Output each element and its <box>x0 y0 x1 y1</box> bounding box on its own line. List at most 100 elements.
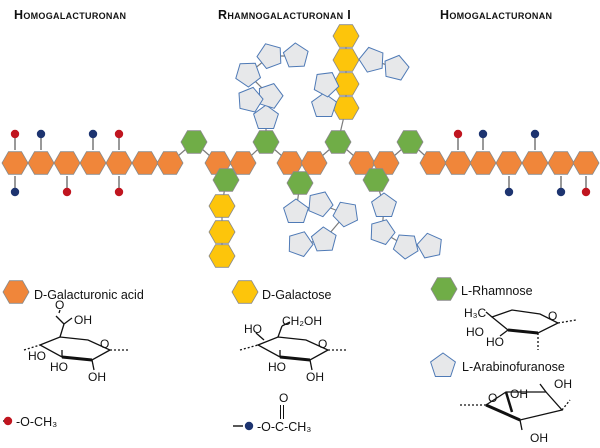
galacturonic-acid-residue <box>300 151 328 175</box>
rhamnose-residue <box>362 168 390 192</box>
rhamnose-residue <box>286 171 314 195</box>
acetyl-ester-group <box>530 129 540 139</box>
rha-h3c: H₃C <box>464 306 487 320</box>
galacturonic-acid-residue <box>105 151 133 175</box>
arabinofuranose-residue <box>392 234 419 260</box>
arabinofuranose-residue <box>256 43 282 70</box>
galacturonic-acid-residue <box>229 151 257 175</box>
arabinofuranose-atoms: OH OH O OH <box>488 377 572 445</box>
legend-galactose-icon <box>231 280 259 304</box>
methyl-ester-group <box>114 187 124 197</box>
gal-ho1: HO <box>244 322 262 336</box>
methyl-ester-group <box>453 129 463 139</box>
gal-ring-o: O <box>318 337 327 351</box>
acetyl-ester-group <box>478 129 488 139</box>
arabinofuranose-residue <box>370 219 396 246</box>
legend-galacturonic-icon <box>2 280 30 304</box>
galactose-residue <box>208 194 236 218</box>
ara-ring-o: O <box>488 391 497 405</box>
galacturonic-acid-residue <box>495 151 523 175</box>
header-rhamnogalacturonan: Rhamnogalacturonan I <box>218 8 351 22</box>
rhamnose-residue <box>180 130 208 154</box>
galacturonic-acid-structure <box>23 309 128 371</box>
rhamnose-structure <box>485 309 577 350</box>
galA-oh-bottom: OH <box>88 370 106 384</box>
gal-ch2oh: CH₂OH <box>282 314 322 328</box>
rha-ho2: HO <box>486 335 504 349</box>
galactose-atoms: CH₂OH O HO HO OH <box>244 314 327 384</box>
galacturonic-acid-residue <box>419 151 447 175</box>
galactose-residue <box>332 96 360 120</box>
arabinofuranose-residue <box>235 62 262 88</box>
rhamnose-residue <box>252 130 280 154</box>
rha-ho1: HO <box>466 325 484 339</box>
rhamnose-residue <box>324 130 352 154</box>
galactose-residue <box>332 48 360 72</box>
ester-groups <box>10 129 591 197</box>
arabinofuranose-residue <box>358 46 384 73</box>
arabinofuranose-residue <box>238 86 264 113</box>
galacturonic-acid-residue <box>572 151 600 175</box>
arabinofuranose-residue <box>384 54 410 81</box>
rha-ring-o: O <box>548 309 557 323</box>
methyl-ester-label: -O-CH₃ <box>16 415 57 429</box>
galacturonic-acid-residue <box>27 151 55 175</box>
galactose-residue <box>208 244 236 268</box>
arabinofuranose-residue <box>253 104 279 129</box>
galacturonic-acid-residue <box>156 151 184 175</box>
methyl-ester-group <box>581 187 591 197</box>
gal-ho2: HO <box>268 360 286 374</box>
galA-ho2: HO <box>50 360 68 374</box>
arabinofuranose-structure <box>460 383 571 431</box>
arabinofuranose-residue <box>313 72 340 98</box>
galacturonic-acid-residue <box>521 151 549 175</box>
acetyl-ester-group <box>10 187 20 197</box>
acetyl-ester-label: -O-C-CH₃ <box>257 420 311 434</box>
ara-oh-top: OH <box>554 377 572 391</box>
ara-oh-side: OH <box>510 387 528 401</box>
galA-ho1: HO <box>28 349 46 363</box>
arabinofuranose-residue <box>310 226 337 252</box>
legend-galactose-label: D-Galactose <box>262 288 332 302</box>
methyl-ester-group <box>10 129 20 139</box>
methyl-ester-group <box>114 129 124 139</box>
galA-ring-o: O <box>100 337 109 351</box>
arabinofuranose-residue <box>308 191 334 218</box>
sugar-residues <box>1 24 600 268</box>
arabinofuranose-residue <box>416 232 442 259</box>
rhamnose-residue <box>212 168 240 192</box>
arabinofuranose-residue <box>282 42 309 68</box>
arabinofuranose-residue <box>371 192 397 217</box>
galacturonic-acid-residue <box>469 151 497 175</box>
galacturonic-acid-residue <box>131 151 159 175</box>
arabinofuranose-residue <box>311 92 337 117</box>
galactose-structure <box>239 321 346 371</box>
legend-acetyl-ester: -O-C-CH₃ O <box>233 391 311 434</box>
galacturonic-acid-residue <box>1 151 29 175</box>
legend-rhamnose-icon <box>430 277 458 301</box>
galacturonic-acid-residue <box>444 151 472 175</box>
galactose-residue <box>208 220 236 244</box>
galacturonic-acid-atoms: O OH O HO HO OH <box>28 298 109 384</box>
rhamnose-atoms: H₃C O HO HO <box>464 306 557 349</box>
galactose-residue <box>332 24 360 48</box>
acetyl-ester-group <box>504 187 514 197</box>
galacturonic-acid-residue <box>547 151 575 175</box>
galacturonic-acid-residue <box>53 151 81 175</box>
acetyl-ester-group <box>36 129 46 139</box>
header-homogalacturonan-right: Homogalacturonan <box>440 8 553 22</box>
acetyl-ester-group <box>88 129 98 139</box>
gal-oh-bottom: OH <box>306 370 324 384</box>
arabinofuranose-residue <box>332 201 359 228</box>
legend-galacturonic-label: D-Galacturonic acid <box>34 288 144 302</box>
galA-oh-group: OH <box>74 313 92 327</box>
legend-symbols <box>2 277 458 377</box>
arabinofuranose-residue <box>258 83 284 109</box>
acetyl-ester-group <box>556 187 566 197</box>
methyl-ester-group <box>62 187 72 197</box>
galacturonic-acid-residue <box>79 151 107 175</box>
arabinofuranose-residue <box>288 231 314 258</box>
arabinofuranose-residue <box>283 198 309 223</box>
acetyl-carbonyl-o: O <box>279 391 288 405</box>
